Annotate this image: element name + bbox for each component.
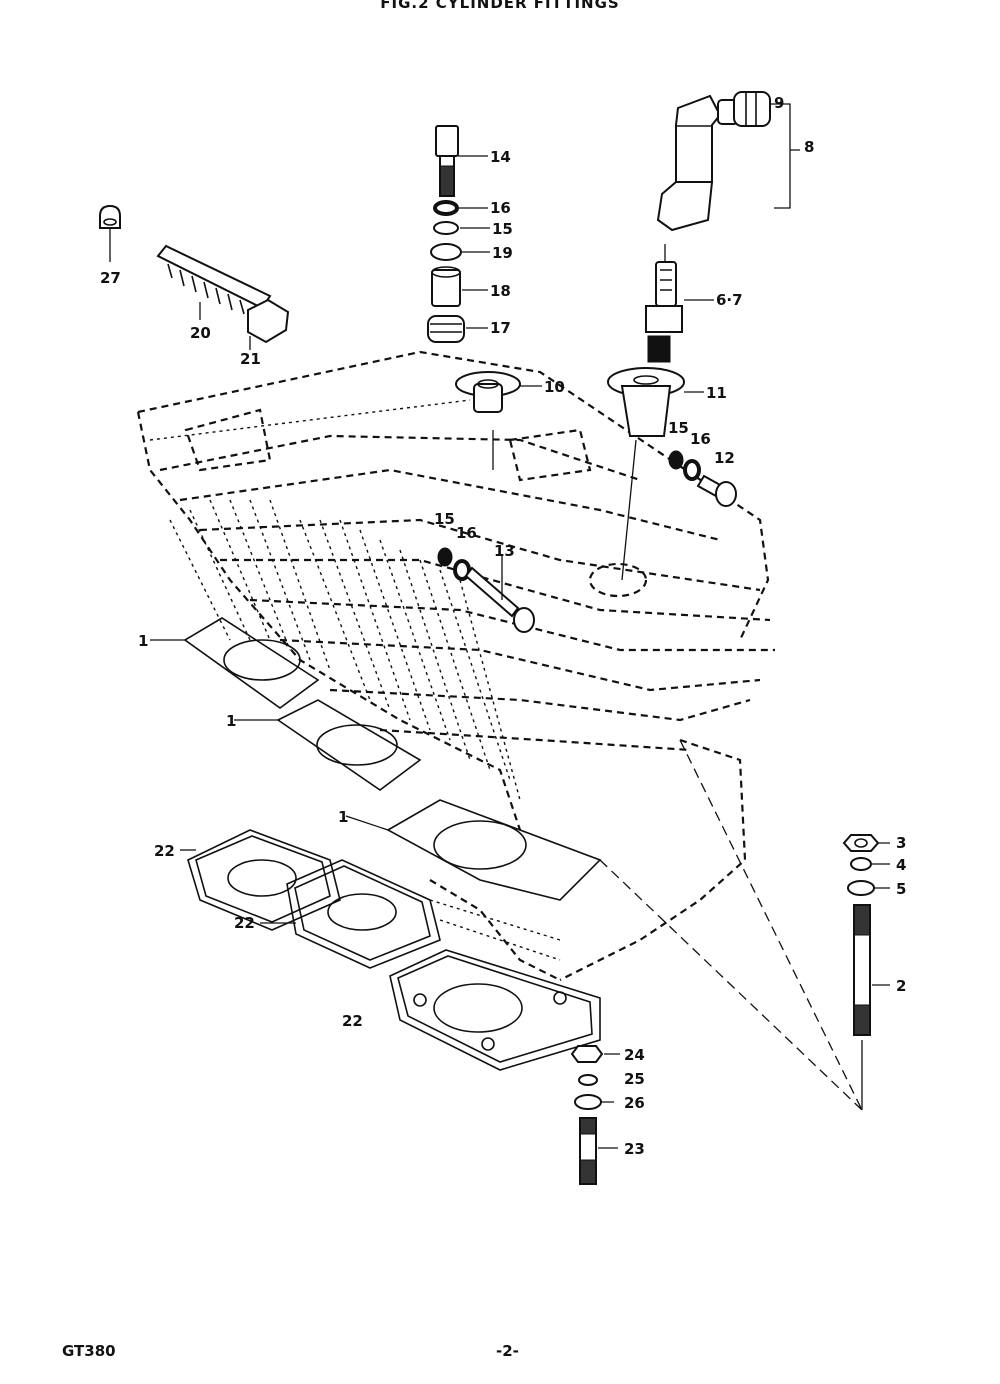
callout-11: 11: [706, 384, 727, 402]
callout-3: 3: [896, 834, 906, 852]
callout-16-center: 16: [456, 524, 477, 542]
bolt-14: [435, 125, 459, 197]
washer-4: [850, 857, 872, 871]
callout-4: 4: [896, 856, 906, 874]
fin-damper-21: [247, 298, 290, 350]
callout-26: 26: [624, 1094, 645, 1112]
washer-16-top: [433, 200, 459, 216]
plug-cap-8: [656, 94, 722, 232]
washer-5: [847, 880, 875, 896]
page-number: -2-: [496, 1342, 519, 1360]
callout-5: 5: [896, 880, 906, 898]
washer-16-right: [683, 459, 701, 481]
stud-bolt-23: [579, 1117, 597, 1185]
callout-1-c: 1: [338, 808, 348, 826]
model-code: GT380: [62, 1342, 116, 1360]
callout-24: 24: [624, 1046, 645, 1064]
cylinder-base-flanges: [183, 617, 602, 901]
washer-15-top: [433, 221, 459, 235]
spark-plug-gasket-10: [455, 371, 521, 413]
spark-plug-gasket-11: [607, 367, 685, 437]
washer-19: [430, 243, 462, 261]
cylinder-head-assembly: [136, 350, 775, 981]
callout-23: 23: [624, 1140, 645, 1158]
spacer-18: [431, 266, 461, 307]
callout-1-a: 1: [138, 632, 148, 650]
washer-16-center: [453, 559, 471, 581]
callout-6-7: 6·7: [716, 291, 743, 309]
spark-plug-6-7: [645, 244, 683, 363]
callout-10: 10: [544, 378, 565, 396]
callout-22-c: 22: [342, 1012, 363, 1030]
bracket-8: [770, 103, 800, 209]
callout-16-top: 16: [490, 199, 511, 217]
washer-25: [578, 1074, 598, 1086]
callout-19: 19: [492, 244, 513, 262]
stud-bolt-2: [599, 739, 871, 1111]
washer-15-center: [437, 547, 453, 567]
callout-9: 9: [774, 94, 784, 112]
callout-labels: 14 16 15 19 18 17 9 8 6·7 10 11 15 16 12…: [100, 94, 906, 1158]
callout-2: 2: [896, 977, 906, 995]
callout-13: 13: [494, 542, 515, 560]
washer-15-right: [668, 450, 684, 470]
callout-16-right: 16: [690, 430, 711, 448]
callout-1-b: 1: [226, 712, 236, 730]
nut-24: [570, 1045, 604, 1063]
callout-15-center: 15: [434, 510, 455, 528]
grommet-17: [427, 315, 465, 343]
fin-damper-20: [156, 244, 272, 320]
cap-nut-27: [99, 204, 121, 262]
base-gasket-group: [187, 829, 601, 1071]
callout-8: 8: [804, 138, 814, 156]
callout-22-b: 22: [234, 914, 255, 932]
callout-18: 18: [490, 282, 511, 300]
screw-12: [696, 474, 737, 507]
callout-15-top: 15: [492, 220, 513, 238]
callout-15-right: 15: [668, 419, 689, 437]
washer-26: [574, 1094, 602, 1110]
leader-lines: [150, 155, 890, 1149]
callout-20: 20: [190, 324, 211, 342]
plug-cap-connector-9: [717, 91, 771, 127]
callout-17: 17: [490, 319, 511, 337]
callout-14: 14: [490, 148, 511, 166]
callout-25: 25: [624, 1070, 645, 1088]
figure-title: FIG.2 CYLINDER FITTINGS: [380, 0, 620, 12]
bolt-13: [464, 566, 535, 633]
callout-21: 21: [240, 350, 261, 368]
callout-22-a: 22: [154, 842, 175, 860]
callout-27: 27: [100, 269, 121, 287]
nut-3: [842, 834, 880, 852]
callout-12: 12: [714, 449, 735, 467]
